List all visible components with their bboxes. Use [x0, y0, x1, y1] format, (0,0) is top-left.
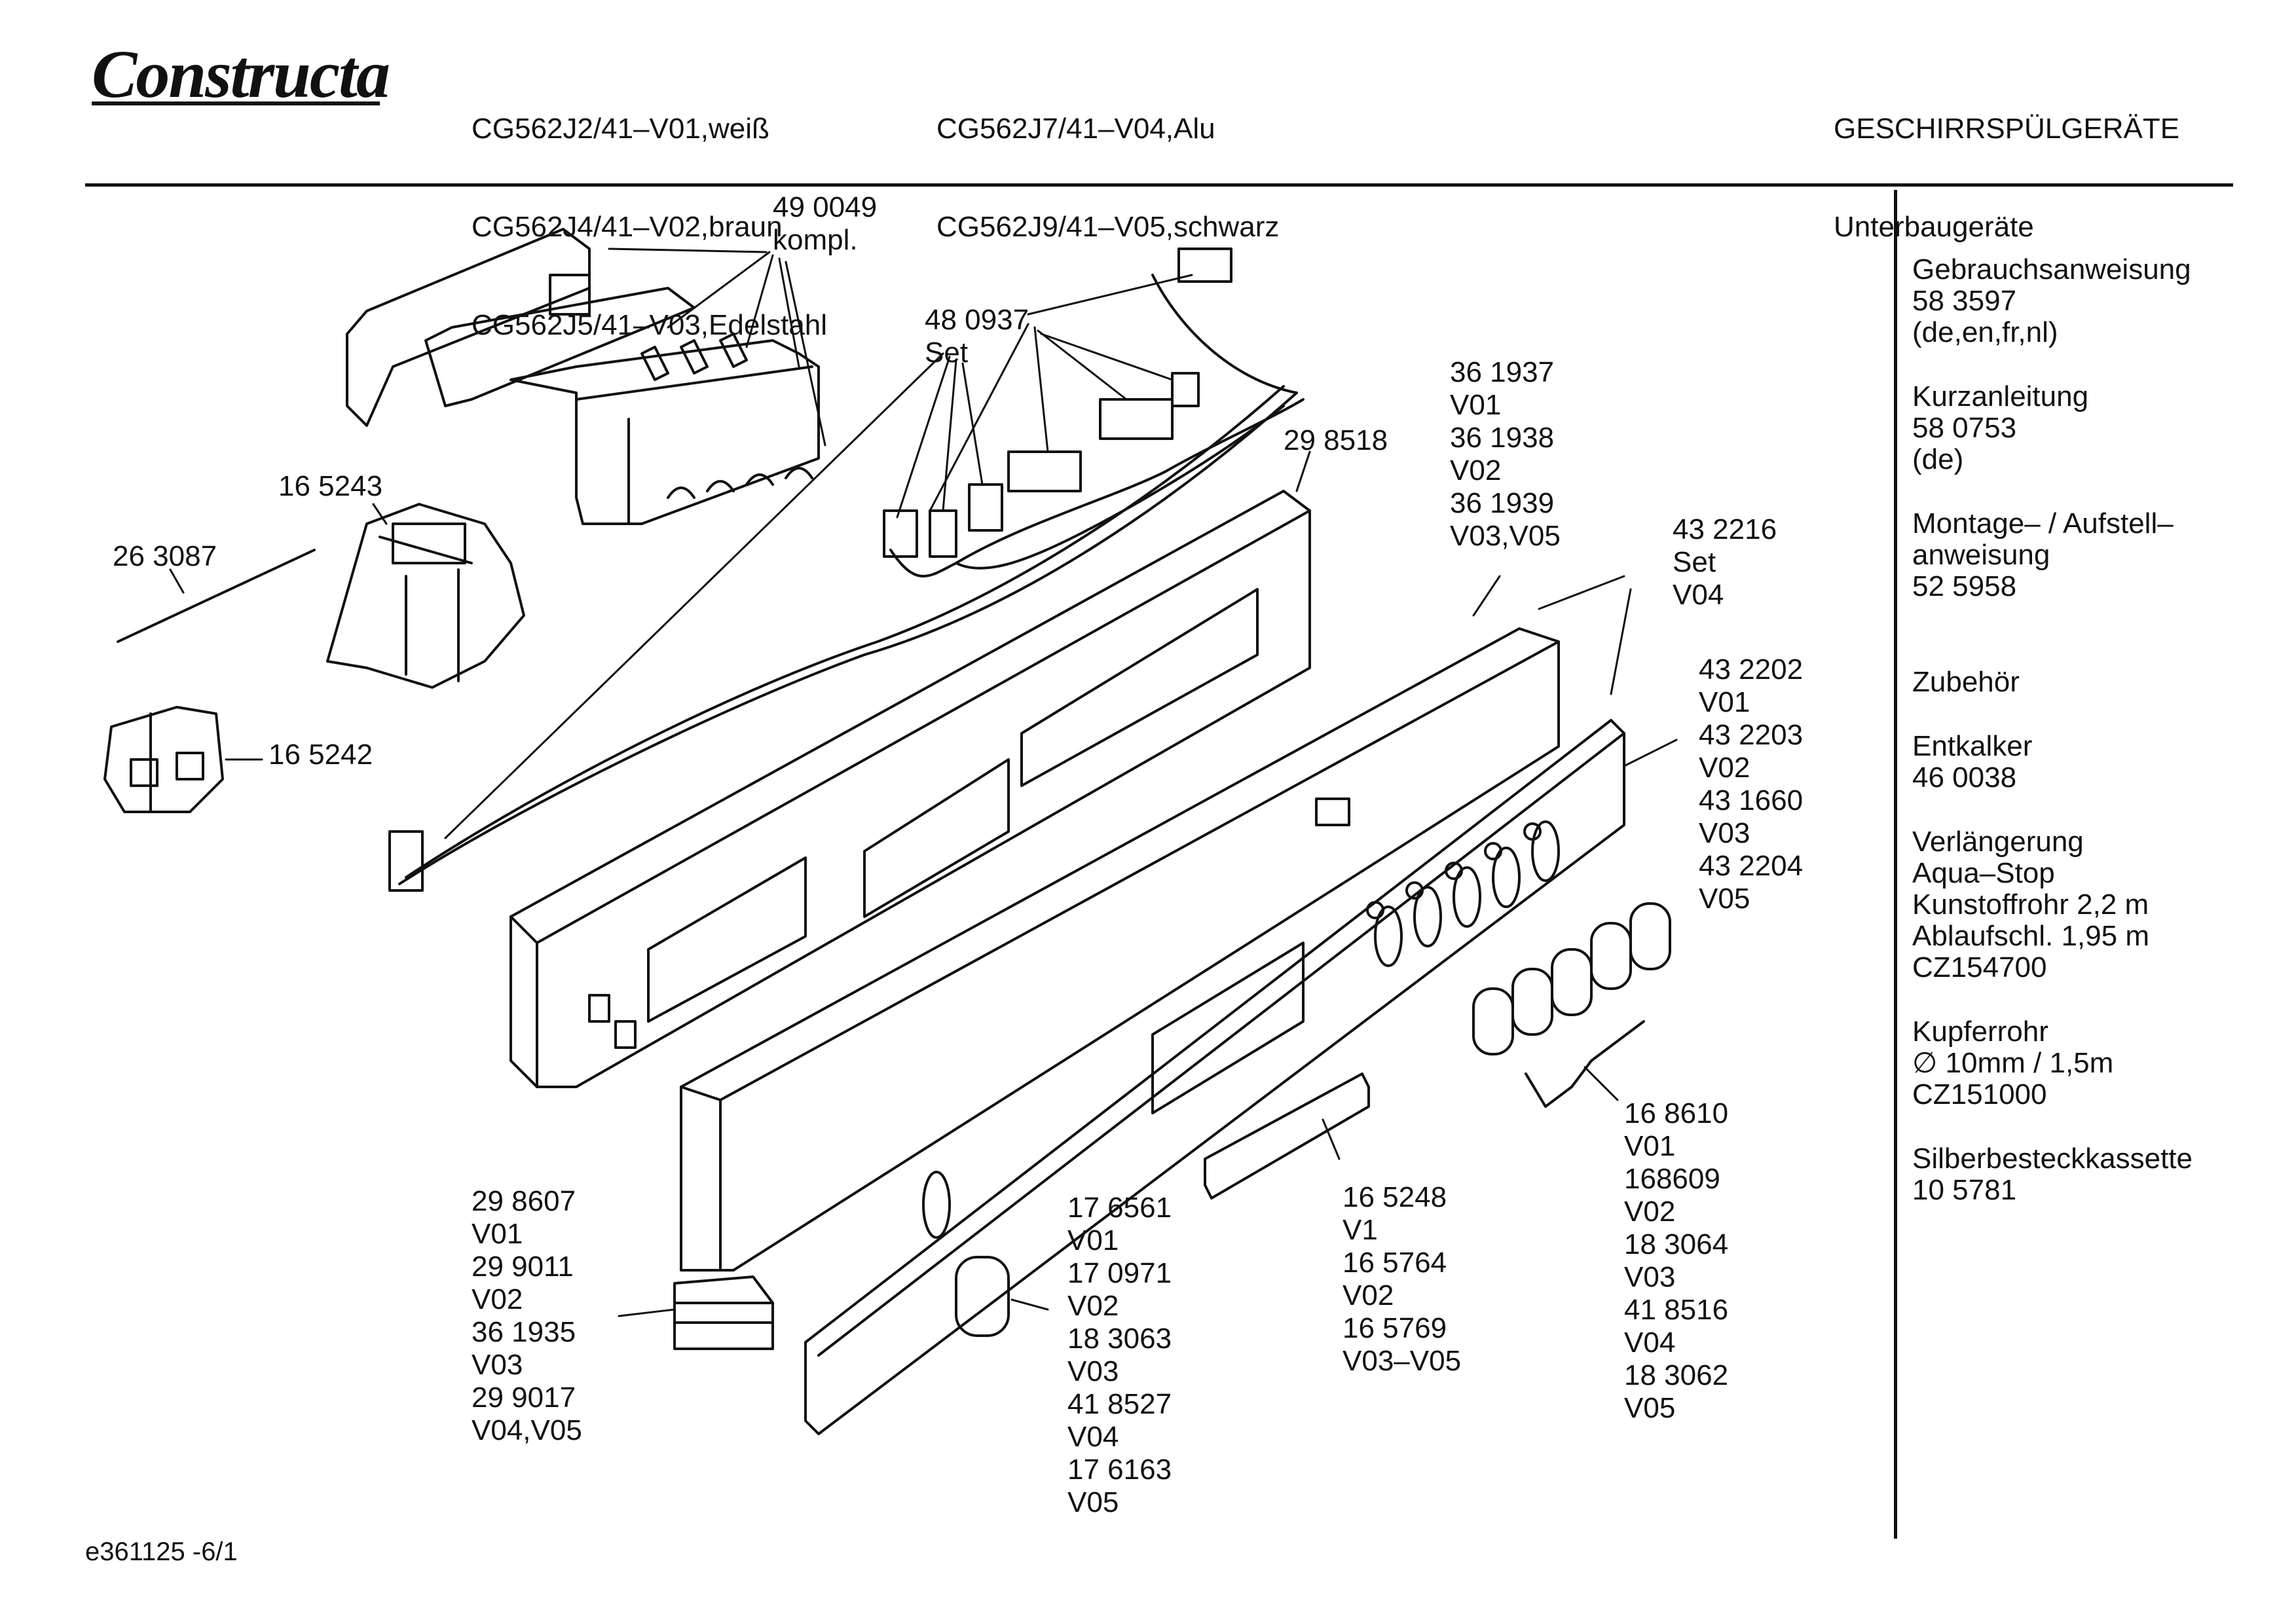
sidebar-group: Entkalker 46 0038 [1912, 731, 2279, 794]
fascia-part-432216 [805, 720, 1624, 1434]
sidebar-line: CZ151000 [1912, 1078, 2047, 1110]
accessory-sidebar: Gebrauchsanweisung 58 3597 (de,en,fr,nl)… [1912, 254, 2279, 1239]
electronic-module-part [347, 229, 819, 524]
sidebar-group: Zubehör [1912, 667, 2279, 698]
sidebar-line: Verlängerung [1912, 826, 2084, 858]
rod-part-263087 [118, 550, 314, 642]
drawing-code: e361125 -6/1 [85, 1537, 238, 1566]
sidebar-group: Verlängerung Aqua–Stop Kunstoffrohr 2,2 … [1912, 826, 2279, 983]
sidebar-line: 58 3597 [1912, 285, 2017, 317]
callout-432216: 43 2216 Set V04 [1673, 513, 1777, 611]
callout-263087: 26 3087 [113, 540, 217, 572]
model-line: CG562J7/41–V04,Alu [936, 113, 1215, 145]
callout-165243: 16 5243 [278, 470, 383, 502]
cable-harness-part [390, 249, 1303, 890]
callout-165242: 16 5242 [268, 739, 373, 771]
sidebar-line: Entkalker [1912, 730, 2033, 762]
sidebar-line: ∅ 10mm / 1,5m [1912, 1047, 2114, 1079]
callout-432202: 43 2202 V01 43 2203 V02 43 1660 V03 43 2… [1699, 653, 1804, 915]
category-title: GESCHIRRSPÜLGERÄTE [1834, 113, 2180, 145]
sidebar-line: 52 5958 [1912, 570, 2017, 602]
callout-361937: 36 1937 V01 36 1938 V02 36 1939 V03,V05 [1450, 356, 1561, 552]
sidebar-line: anweisung [1912, 539, 2050, 571]
category-block: GESCHIRRSPÜLGERÄTE Unterbaugeräte [1834, 47, 2179, 276]
callout-298518: 29 8518 [1284, 424, 1388, 456]
sidebar-group: Kupferrohr ∅ 10mm / 1,5m CZ151000 [1912, 1016, 2279, 1110]
sidebar-line: Aqua–Stop [1912, 857, 2055, 889]
sidebar-line: CZ154700 [1912, 951, 2047, 983]
model-list-col1: CG562J2/41–V01,weiß CG562J4/41–V02,braun… [472, 47, 827, 375]
sidebar-line: Kurzanleitung [1912, 380, 2089, 412]
switch-part-165242 [105, 707, 223, 812]
callout-298607: 29 8607 V01 29 9011 V02 36 1935 V03 29 9… [472, 1185, 582, 1446]
callout-176561: 17 6561 V01 17 0971 V02 18 3063 V03 41 8… [1067, 1192, 1172, 1518]
sidebar-line: Ablaufschl. 1,95 m [1912, 920, 2149, 952]
sidebar-group: Silberbesteckkassette 10 5781 [1912, 1143, 2279, 1206]
foot-part-298607 [675, 1277, 773, 1349]
leader-lines [170, 249, 1676, 1316]
panel-part-361937 [681, 629, 1559, 1270]
model-list-col2: CG562J7/41–V04,Alu CG562J9/41–V05,schwar… [936, 47, 1279, 276]
sidebar-line: Kupferrohr [1912, 1016, 2048, 1048]
sidebar-line: 58 0753 [1912, 412, 2017, 444]
model-line: CG562J2/41–V01,weiß [472, 113, 769, 145]
rocker-part-176561 [956, 1257, 1009, 1336]
button-set-part [1473, 904, 1670, 1107]
sidebar-line: Silberbesteckkassette [1912, 1143, 2193, 1175]
sidebar-group: Gebrauchsanweisung 58 3597 (de,en,fr,nl) [1912, 254, 2279, 348]
category-subtitle: Unterbaugeräte [1834, 211, 2034, 243]
model-line: CG562J9/41–V05,schwarz [936, 211, 1280, 243]
logo-underline [92, 101, 380, 105]
switch-part-165243 [327, 504, 524, 687]
sidebar-line: Kunstoffrohr 2,2 m [1912, 888, 2149, 921]
callout-490049: 49 0049 kompl. [773, 191, 878, 256]
brand-logo: Constructa [92, 37, 390, 112]
sidebar-group: Kurzanleitung 58 0753 (de) [1912, 381, 2279, 475]
sidebar-group: Montage– / Aufstell– anweisung 52 5958 [1912, 508, 2279, 602]
model-line: CG562J4/41–V02,braun [472, 211, 783, 243]
sidebar-line: Gebrauchsanweisung [1912, 253, 2191, 285]
sidebar-line: 10 5781 [1912, 1174, 2017, 1206]
sidebar-line: (de) [1912, 443, 1964, 475]
callout-480937: 48 0937 Set [925, 304, 1029, 369]
callout-165248: 16 5248 V1 16 5764 V02 16 5769 V03–V05 [1342, 1181, 1462, 1377]
sidebar-line: Montage– / Aufstell– [1912, 507, 2174, 540]
sidebar-line: Zubehör [1912, 666, 2020, 698]
frame-part-298518 [511, 491, 1310, 1087]
callout-168610: 16 8610 V01 168609 V02 18 3064 V03 41 85… [1624, 1097, 1729, 1424]
sidebar-divider [1894, 190, 1897, 1539]
sidebar-line: 46 0038 [1912, 761, 2017, 794]
strip-part-165248 [1205, 1074, 1369, 1198]
sidebar-line: (de,en,fr,nl) [1912, 316, 2058, 348]
header-rule [85, 183, 2233, 187]
